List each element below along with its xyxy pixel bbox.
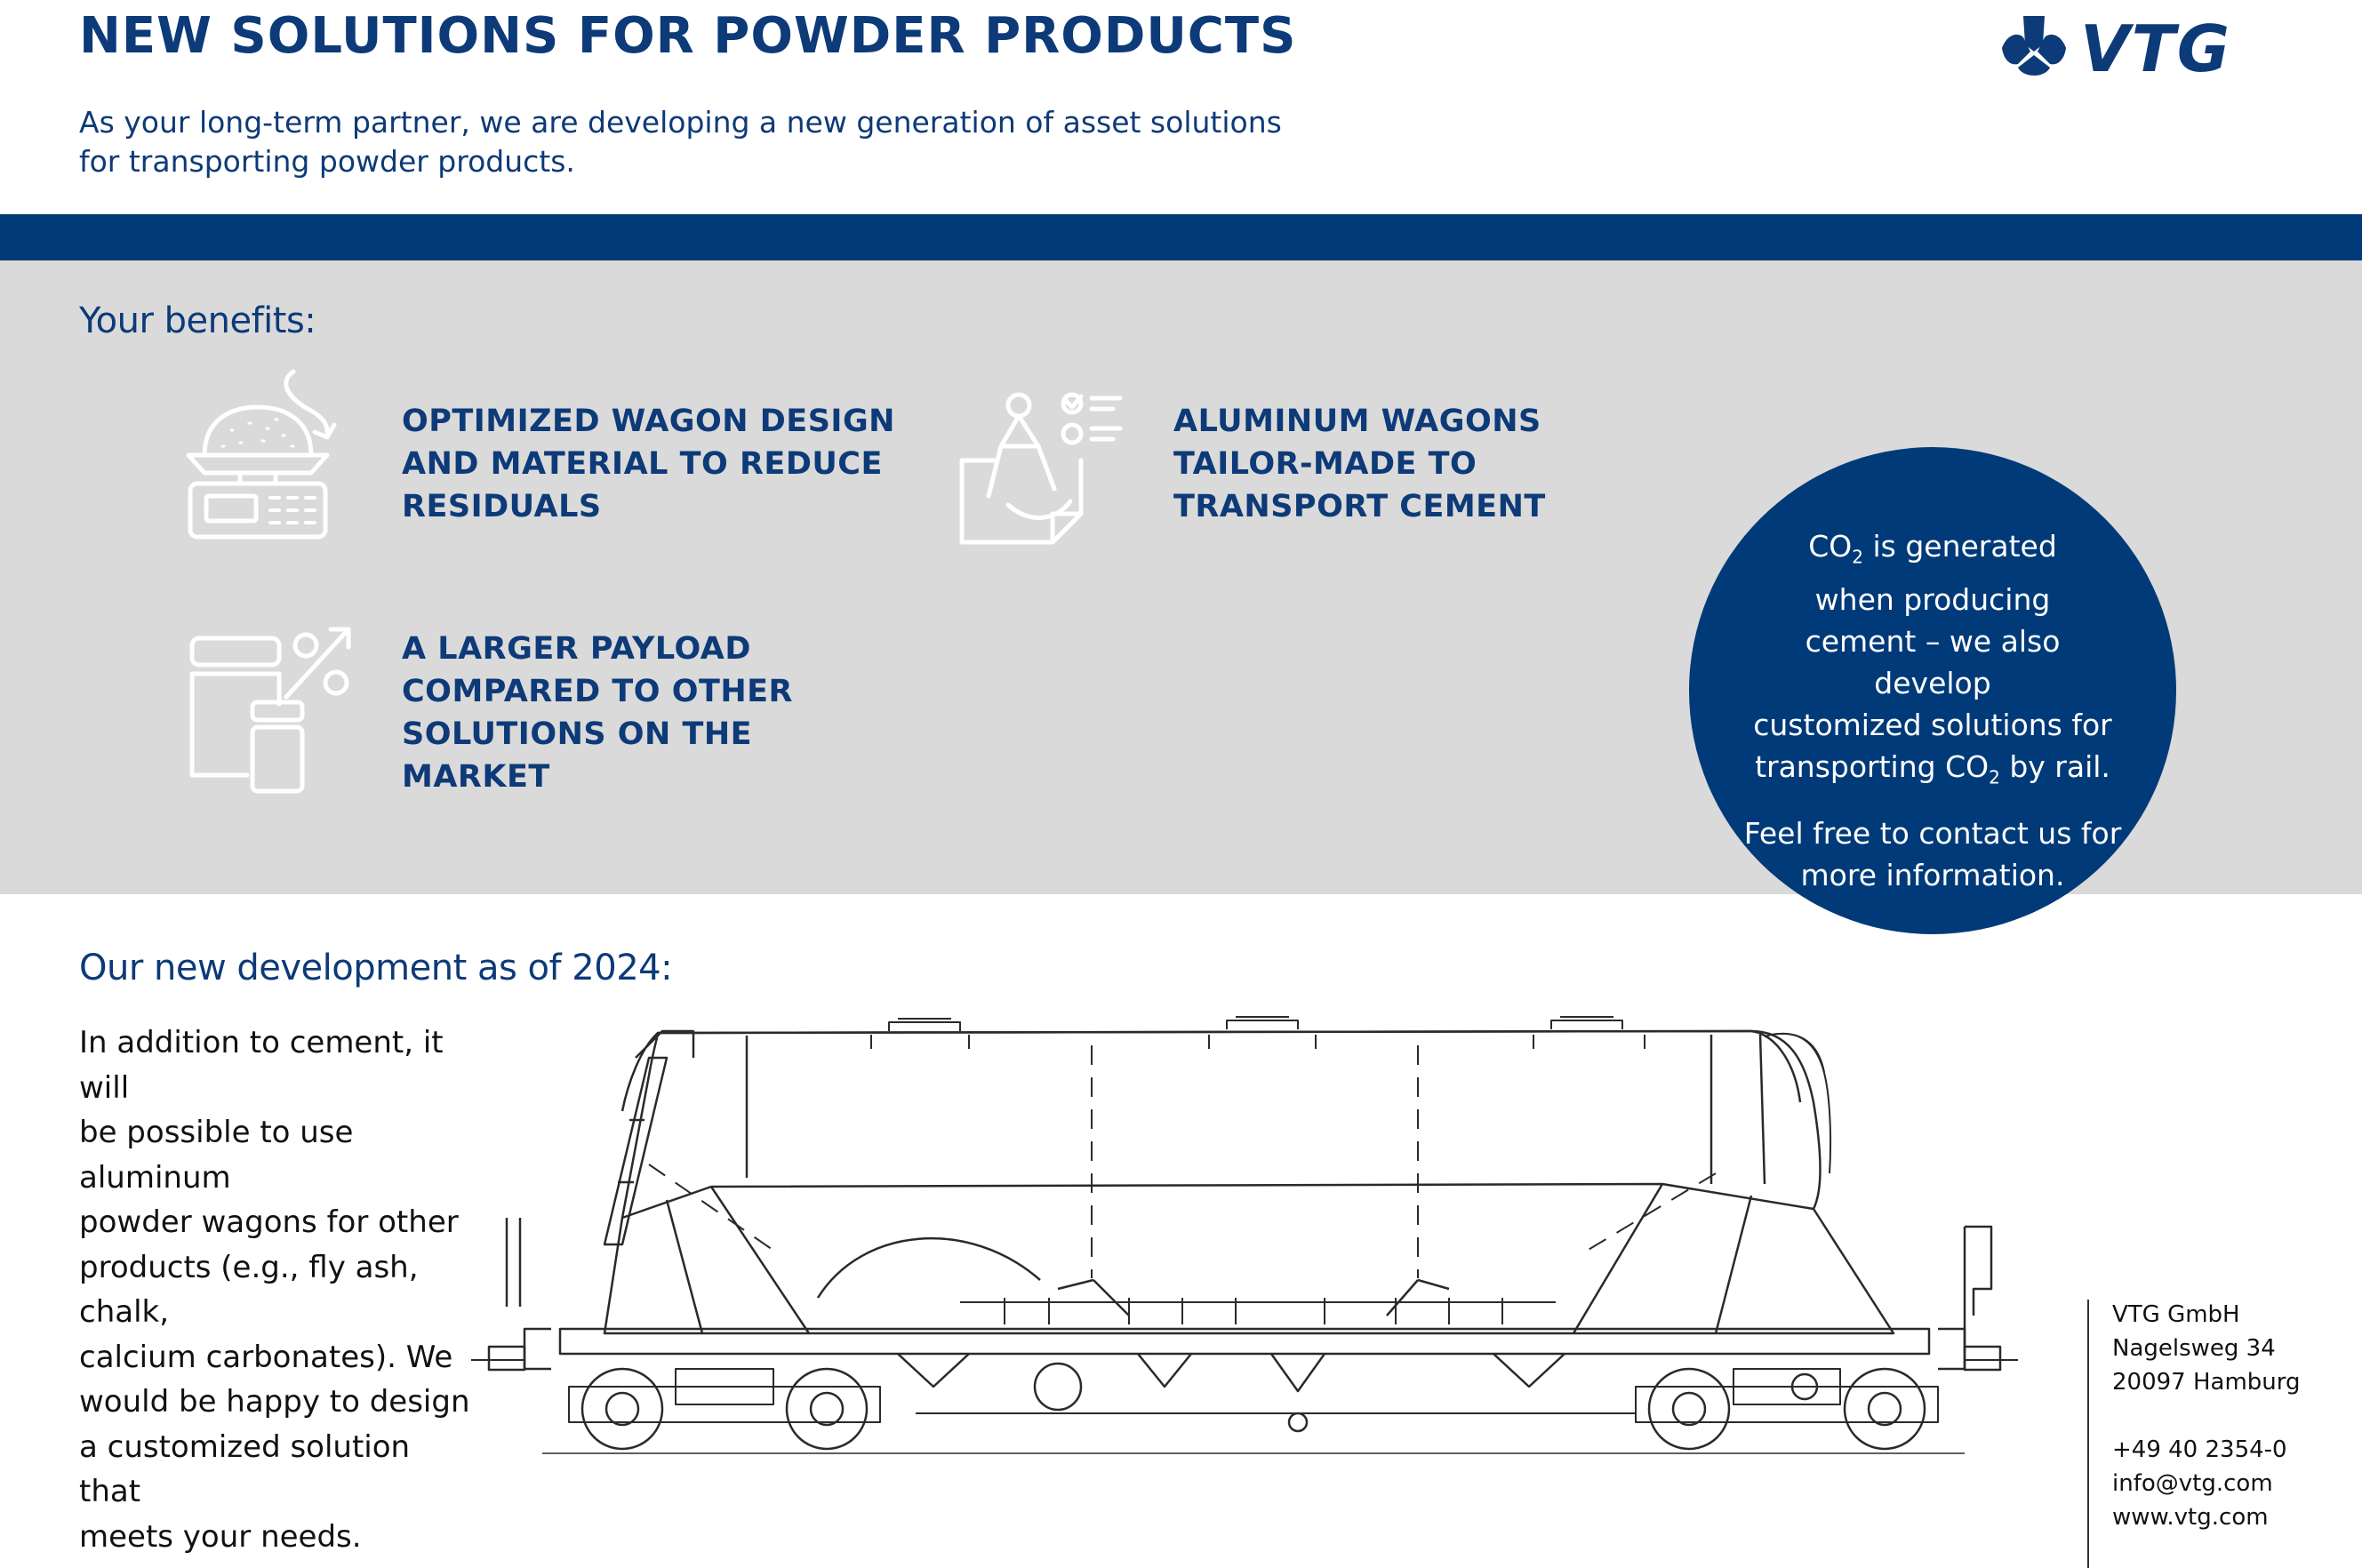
page-title: NEW SOLUTIONS FOR POWDER PRODUCTS: [79, 7, 1297, 65]
development-line-8: meets your needs.: [79, 1518, 362, 1555]
scale-powder-icon: [178, 366, 347, 544]
development-line-2: be possible to use aluminum: [79, 1115, 354, 1196]
co2-subscript: 2: [1852, 546, 1863, 568]
benefit-3: A LARGER PAYLOAD COMPARED TO OTHER SOLUT…: [402, 628, 793, 798]
vtg-logo-mark: VTG: [2002, 12, 2231, 86]
development-line-6: would be happy to design: [79, 1384, 470, 1420]
co2-info-circle: CO2 is generated when producing cement –…: [1689, 447, 2176, 934]
benefits-heading: Your benefits:: [79, 300, 316, 341]
development-line-4: products (e.g., fly ash, chalk,: [79, 1249, 419, 1331]
benefit-1: OPTIMIZED WAGON DESIGN AND MATERIAL TO R…: [402, 400, 895, 528]
intro-line-2: for transporting powder products.: [79, 144, 575, 179]
compass-drawing-icon: [957, 389, 1125, 549]
co2-contact-a: Feel free to contact us for: [1743, 816, 2122, 852]
co2-text-d: customized solutions for: [1753, 707, 2112, 742]
contact-divider: [2087, 1300, 2089, 1568]
intro-line-1: As your long-term partner, we are develo…: [79, 105, 1282, 140]
benefit-3-line-2: COMPARED TO OTHER: [402, 674, 793, 709]
benefit-2-line-1: ALUMINUM WAGONS: [1173, 404, 1541, 439]
contact-web[interactable]: www.vtg.com: [2112, 1504, 2269, 1531]
contact-street: Nagelsweg 34: [2112, 1335, 2276, 1362]
benefit-2-line-3: TRANSPORT CEMENT: [1173, 489, 1546, 524]
header-band: [0, 214, 2362, 260]
development-text: In addition to cement, it will be possib…: [79, 1020, 470, 1559]
benefit-1-line-2: AND MATERIAL TO REDUCE: [402, 446, 883, 482]
co2-text-a: is generated: [1862, 529, 2057, 564]
benefit-3-line-3: SOLUTIONS ON THE: [402, 716, 753, 752]
benefit-1-line-1: OPTIMIZED WAGON DESIGN: [402, 404, 895, 439]
contact-phone[interactable]: +49 40 2354-0: [2112, 1436, 2287, 1463]
development-heading: Our new development as of 2024:: [79, 948, 673, 988]
development-line-7: a customized solution that: [79, 1428, 411, 1510]
co2-text-c: cement – we also develop: [1805, 623, 2061, 700]
development-line-5: calcium carbonates). We: [79, 1339, 453, 1375]
co2-text-b: when producing: [1814, 581, 2051, 617]
co2-paragraph-1: CO2 is generated when producing cement –…: [1742, 525, 2123, 798]
co2-contact-b: more information.: [1800, 858, 2065, 893]
co2-text: CO: [1808, 529, 1853, 564]
development-line-3: powder wagons for other: [79, 1204, 459, 1240]
benefit-3-line-4: MARKET: [402, 759, 550, 795]
co2-paragraph-2: Feel free to contact us for more informa…: [1742, 812, 2123, 896]
contact-company: VTG GmbH: [2112, 1301, 2240, 1328]
intro-text: As your long-term partner, we are develo…: [79, 103, 1324, 181]
contact-email[interactable]: info@vtg.com: [2112, 1470, 2273, 1497]
contact-block: VTG GmbH Nagelsweg 34 20097 Hamburg +49 …: [2112, 1298, 2301, 1534]
development-line-1: In addition to cement, it will: [79, 1025, 444, 1106]
benefit-1-line-3: RESIDUALS: [402, 489, 602, 524]
vtg-logo: VTG: [1998, 12, 2292, 86]
co2-text-f: by rail.: [1999, 748, 2110, 784]
benefit-3-line-1: A LARGER PAYLOAD: [402, 631, 751, 667]
benefit-2-line-2: TAILOR-MADE TO: [1173, 446, 1477, 482]
weights-percent-icon: [183, 624, 361, 796]
logo-wordmark: VTG: [2080, 12, 2231, 84]
co2-text-e: transporting CO: [1755, 748, 1990, 784]
co2-subscript-2: 2: [1989, 766, 2000, 788]
benefit-2: ALUMINUM WAGONS TAILOR-MADE TO TRANSPORT…: [1173, 400, 1546, 528]
contact-city: 20097 Hamburg: [2112, 1369, 2301, 1396]
powder-wagon-drawing: [471, 996, 2045, 1470]
